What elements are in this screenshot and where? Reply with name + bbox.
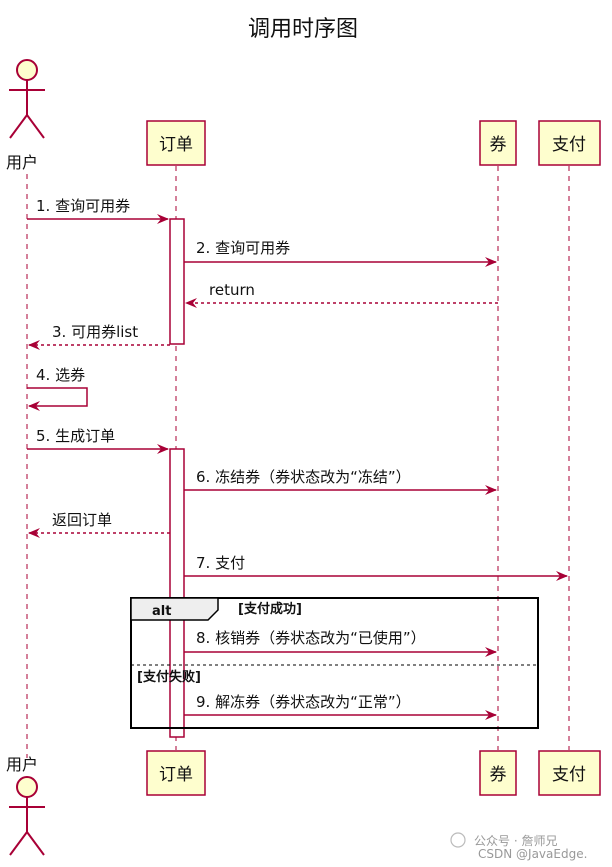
- message-2-return-label: return: [209, 281, 255, 299]
- alt-frame: alt [支付成功] [支付失败]: [130, 597, 539, 729]
- watermark-line1: 公众号 · 詹师兄: [474, 834, 557, 848]
- message-9-label: 9. 解冻券（券状态改为“正常”）: [196, 693, 411, 711]
- participant-pay-top: 支付: [538, 120, 601, 166]
- alt-guard-success: [支付成功]: [238, 601, 302, 617]
- alt-guard-failure: [支付失败]: [137, 669, 201, 685]
- activation-order-1: [169, 218, 185, 345]
- actor-user-bottom: [9, 776, 45, 856]
- participant-pay-bottom: 支付: [538, 750, 601, 796]
- participant-order-top: 订单: [146, 120, 206, 166]
- message-6-label: 6. 冻结券（券状态改为“冻结”）: [196, 468, 411, 486]
- message-1-label: 1. 查询可用券: [36, 197, 130, 215]
- participant-coupon-bottom: 券: [479, 750, 517, 796]
- participant-coupon-top-label: 券: [490, 135, 507, 155]
- watermark: 公众号 · 詹师兄 CSDN @JavaEdge.: [450, 832, 587, 861]
- wechat-icon: [450, 832, 466, 848]
- message-3-label: 3. 可用券list: [52, 323, 138, 341]
- actor-user-top-label: 用户: [6, 153, 38, 172]
- watermark-line2: CSDN @JavaEdge.: [478, 847, 587, 861]
- alt-keyword: alt: [152, 604, 171, 619]
- message-4-label: 4. 选券: [36, 366, 85, 384]
- diagram-title: 调用时序图: [248, 17, 358, 42]
- participant-order-bottom: 订单: [146, 750, 206, 796]
- participant-coupon-top: 券: [479, 120, 517, 166]
- participant-order-bottom-label: 订单: [159, 765, 193, 785]
- actor-user-top: [9, 59, 45, 139]
- activation-order-2: [169, 448, 185, 738]
- message-7-label: 7. 支付: [196, 554, 245, 572]
- participant-order-top-label: 订单: [159, 135, 193, 155]
- actor-user-bottom-label: 用户: [6, 755, 38, 774]
- message-2-label: 2. 查询可用券: [196, 239, 290, 257]
- participant-pay-bottom-label: 支付: [552, 765, 586, 785]
- participant-coupon-bottom-label: 券: [490, 765, 507, 785]
- message-4-arrow: [27, 387, 88, 411]
- message-8-label: 8. 核销券（券状态改为“已使用”）: [196, 629, 426, 647]
- message-6-return-label: 返回订单: [52, 511, 112, 529]
- participant-pay-top-label: 支付: [552, 135, 586, 155]
- message-5-label: 5. 生成订单: [36, 427, 115, 445]
